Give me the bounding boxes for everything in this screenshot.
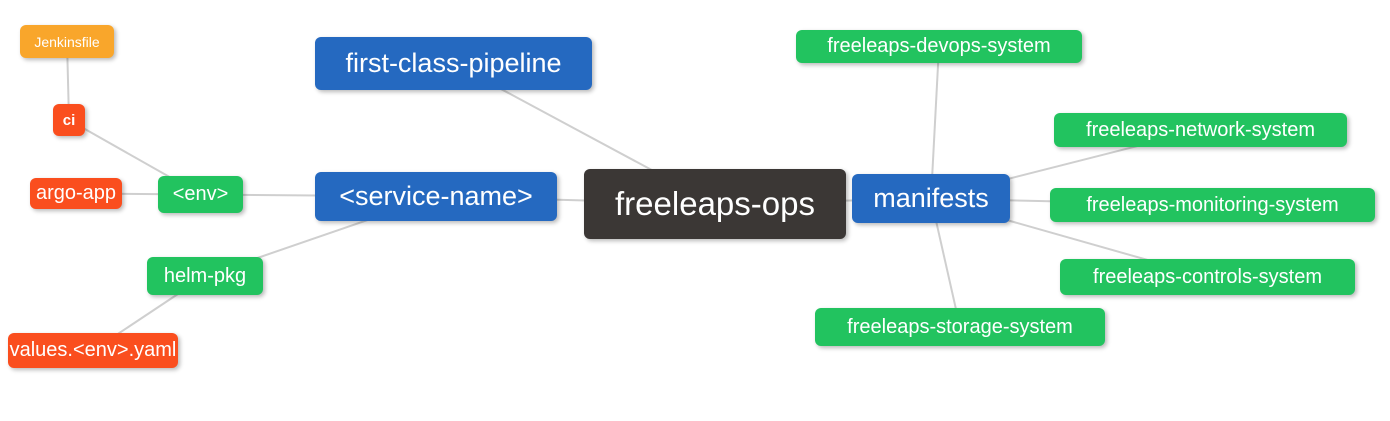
node-ci[interactable]: ci	[53, 104, 85, 136]
edge-manifests-devops-system	[930, 46, 940, 199]
node-manifests[interactable]: manifests	[852, 174, 1010, 223]
node-controls-system[interactable]: freeleaps-controls-system	[1060, 259, 1355, 295]
node-first-class-pipeline[interactable]: first-class-pipeline	[315, 37, 592, 90]
node-monitoring-system[interactable]: freeleaps-monitoring-system	[1050, 188, 1375, 222]
node-env[interactable]: <env>	[158, 176, 243, 213]
node-argo-app[interactable]: argo-app	[30, 178, 122, 209]
node-network-system[interactable]: freeleaps-network-system	[1054, 113, 1347, 147]
node-helm-pkg[interactable]: helm-pkg	[147, 257, 263, 295]
node-jenkinsfile[interactable]: Jenkinsfile	[20, 25, 114, 58]
node-service-name[interactable]: <service-name>	[315, 172, 557, 221]
node-devops-system[interactable]: freeleaps-devops-system	[796, 30, 1082, 63]
node-freeleaps-ops[interactable]: freeleaps-ops	[584, 169, 846, 239]
node-values-env-yaml[interactable]: values.<env>.yaml	[8, 333, 178, 368]
node-storage-system[interactable]: freeleaps-storage-system	[815, 308, 1105, 346]
